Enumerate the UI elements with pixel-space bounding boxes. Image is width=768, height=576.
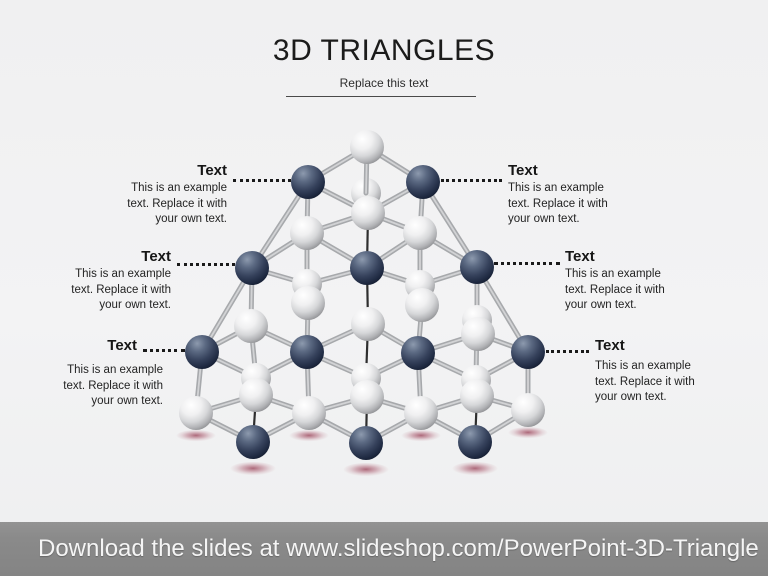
label-text-line: This is an example bbox=[565, 268, 661, 280]
silver-sphere-node bbox=[405, 288, 439, 322]
silver-sphere-node bbox=[291, 286, 325, 320]
label-heading: Text bbox=[197, 162, 227, 179]
dotted-leader-top-left bbox=[233, 179, 291, 182]
silver-sphere-node bbox=[179, 396, 213, 430]
navy-sphere-node bbox=[350, 251, 384, 285]
navy-sphere-node bbox=[185, 335, 219, 369]
label-text-line: This is an example bbox=[131, 182, 227, 194]
navy-sphere-node bbox=[235, 251, 269, 285]
label-text-line: text. Replace it with bbox=[565, 283, 665, 296]
title-divider-line bbox=[286, 96, 476, 97]
silver-sphere-node bbox=[350, 130, 384, 164]
dotted-leader-bottom-left bbox=[143, 349, 185, 352]
dotted-leader-middle-right bbox=[494, 262, 560, 265]
label-text-line: your own text. bbox=[595, 391, 667, 404]
sphere-shadow bbox=[452, 462, 498, 476]
download-banner-link[interactable]: Download the slides at www.slideshop.com… bbox=[38, 535, 759, 562]
dotted-leader-top-right bbox=[441, 179, 502, 182]
label-text-line: your own text. bbox=[99, 299, 171, 312]
silver-sphere-node bbox=[234, 309, 268, 343]
label-heading: Text bbox=[595, 337, 625, 354]
label-heading: Text bbox=[508, 162, 538, 179]
dotted-leader-middle-left bbox=[177, 263, 235, 266]
navy-sphere-node bbox=[290, 335, 324, 369]
label-block-middle-right: Text This is an example text. Replace it… bbox=[565, 249, 715, 314]
label-text-line: text. Replace it with bbox=[63, 379, 163, 392]
silver-sphere-node bbox=[351, 196, 385, 230]
sphere-shadow bbox=[230, 462, 276, 476]
silver-sphere-node bbox=[403, 216, 437, 250]
label-text-line: text. Replace it with bbox=[508, 197, 608, 210]
download-banner: Download the slides at www.slideshop.com… bbox=[0, 522, 768, 576]
label-text-line: text. Replace it with bbox=[71, 283, 171, 296]
navy-sphere-node bbox=[291, 165, 325, 199]
silver-sphere-node bbox=[292, 396, 326, 430]
label-text-line: This is an example bbox=[508, 182, 604, 194]
navy-sphere-node bbox=[460, 250, 494, 284]
label-text-line: This is an example bbox=[595, 360, 691, 372]
navy-sphere-node bbox=[458, 425, 492, 459]
3d-triangle-sphere-lattice bbox=[176, 130, 548, 477]
label-text-line: text. Replace it with bbox=[595, 375, 695, 388]
slide-title: 3D TRIANGLES bbox=[272, 34, 496, 67]
connector-rod-highlight bbox=[251, 181, 309, 269]
navy-sphere-node bbox=[401, 336, 435, 370]
label-text-line: your own text. bbox=[91, 395, 163, 408]
navy-sphere-node bbox=[349, 426, 383, 460]
label-block-top-right: Text This is an example text. Replace it… bbox=[508, 163, 658, 228]
silver-sphere-node bbox=[511, 393, 545, 427]
label-text-line: This is an example bbox=[75, 268, 171, 280]
silver-sphere-node bbox=[239, 378, 273, 412]
label-heading: Text bbox=[107, 337, 137, 354]
slide-header: 3D TRIANGLES Replace this text bbox=[0, 0, 768, 90]
silver-sphere-node bbox=[351, 307, 385, 341]
silver-sphere-node bbox=[460, 379, 494, 413]
slide-subtitle: Replace this text bbox=[339, 76, 429, 90]
silver-sphere-node bbox=[404, 396, 438, 430]
label-block-bottom-left: Text This is an example text. Replace it… bbox=[13, 338, 163, 410]
sphere-shadow bbox=[343, 463, 389, 477]
label-text-line: This is an example bbox=[67, 364, 163, 376]
navy-sphere-node bbox=[511, 335, 545, 369]
label-heading: Text bbox=[565, 248, 595, 265]
label-text-line: your own text. bbox=[508, 213, 580, 226]
navy-sphere-node bbox=[406, 165, 440, 199]
sphere-shadow bbox=[176, 430, 216, 442]
label-text-line: your own text. bbox=[155, 213, 227, 226]
silver-sphere-node bbox=[290, 216, 324, 250]
sphere-shadow bbox=[289, 430, 329, 442]
silver-sphere-node bbox=[350, 380, 384, 414]
label-text-line: text. Replace it with bbox=[127, 197, 227, 210]
label-block-top-left: Text This is an example text. Replace it… bbox=[77, 163, 227, 228]
sphere-shadow bbox=[508, 427, 548, 439]
label-heading: Text bbox=[141, 248, 171, 265]
navy-sphere-node bbox=[236, 425, 270, 459]
label-text-line: your own text. bbox=[565, 299, 637, 312]
label-block-middle-left: Text This is an example text. Replace it… bbox=[21, 249, 171, 314]
label-block-bottom-right: Text This is an example text. Replace it… bbox=[595, 338, 745, 406]
sphere-shadow bbox=[401, 430, 441, 442]
silver-sphere-node bbox=[461, 317, 495, 351]
dotted-leader-bottom-right bbox=[546, 350, 589, 353]
